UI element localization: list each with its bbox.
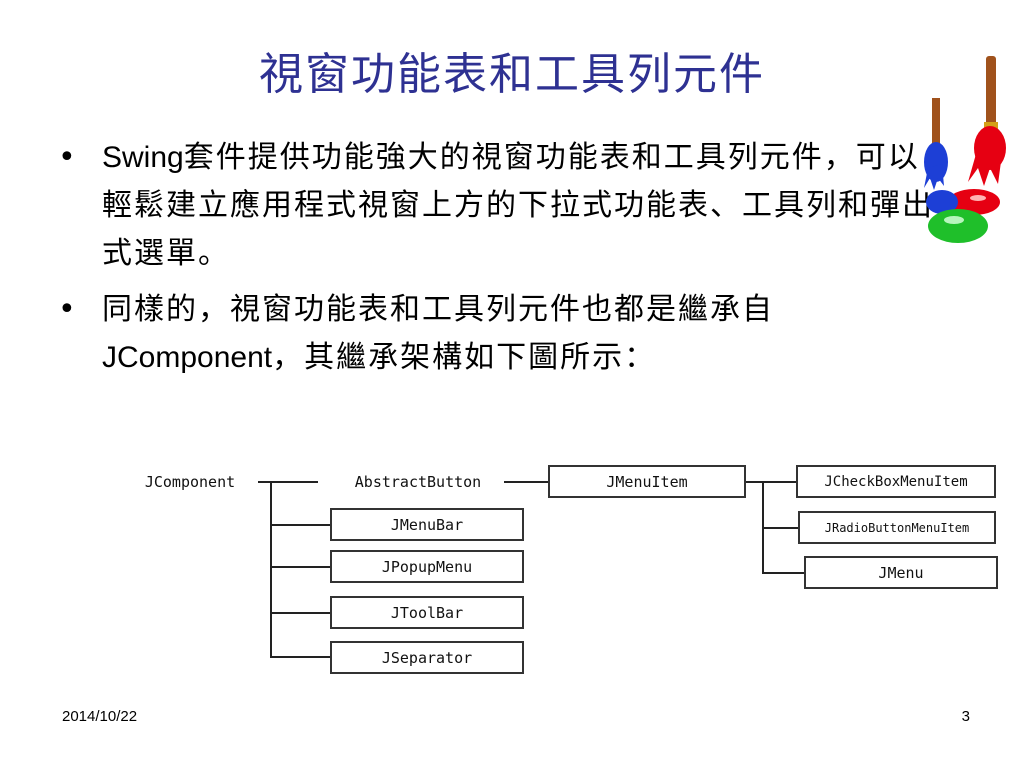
node-jmenubar: JMenuBar [330, 508, 524, 541]
connector-line [270, 481, 272, 657]
node-jseparator: JSeparator [330, 641, 524, 674]
node-abstractbutton: AbstractButton [354, 472, 482, 491]
bullet-marker: • [58, 292, 76, 327]
bullet-list: • Swing套件提供功能強大的視窗功能表和工具列元件，可以輕鬆建立應用程式視窗… [58, 134, 938, 390]
bullet-text-part: 同樣的，視窗功能表和工具列元件也都是繼承自 [102, 292, 774, 327]
bullet-text-part: ，其繼承架構如下圖所示： [272, 340, 657, 375]
node-jpopupmenu: JPopupMenu [330, 550, 524, 583]
connector-line [270, 612, 330, 614]
footer-date: 2014/10/22 [62, 708, 138, 725]
bullet-marker: • [58, 140, 76, 175]
connector-line [762, 527, 798, 529]
connector-line [270, 656, 330, 658]
node-jtoolbar: JToolBar [330, 596, 524, 629]
node-jcomponent: JComponent [144, 472, 236, 491]
slide-title: 視窗功能表和工具列元件 [259, 49, 765, 100]
bullet-text-part: JComponent [102, 341, 273, 374]
node-jmenu: JMenu [804, 556, 998, 589]
bullet-item: • Swing套件提供功能強大的視窗功能表和工具列元件，可以輕鬆建立應用程式視窗… [58, 134, 938, 278]
paint-brushes-palette-icon [924, 56, 1006, 243]
connector-line [504, 481, 548, 483]
bullet-text-part: 套件提供功能強大的視窗功能表和工具列元件，可以輕鬆建立應用程式視窗上方的下拉式功… [102, 140, 934, 271]
connector-line [746, 481, 796, 483]
bullet-text-part: Swing [102, 141, 184, 174]
node-jcheckboxmenuitem: JCheckBoxMenuItem [796, 465, 996, 498]
connector-line [270, 524, 330, 526]
node-jmenuitem: JMenuItem [548, 465, 746, 498]
bullet-text: Swing套件提供功能強大的視窗功能表和工具列元件，可以輕鬆建立應用程式視窗上方… [102, 134, 938, 278]
connector-line [762, 572, 804, 574]
connector-line [270, 566, 330, 568]
bullet-item: • 同樣的，視窗功能表和工具列元件也都是繼承自 JComponent，其繼承架構如… [58, 286, 938, 382]
page-number: 3 [961, 708, 970, 725]
connector-line [258, 481, 318, 483]
node-jradiobuttonmenuitem: JRadioButtonMenuItem [798, 511, 996, 544]
bullet-text: 同樣的，視窗功能表和工具列元件也都是繼承自 JComponent，其繼承架構如下圖… [102, 286, 938, 382]
